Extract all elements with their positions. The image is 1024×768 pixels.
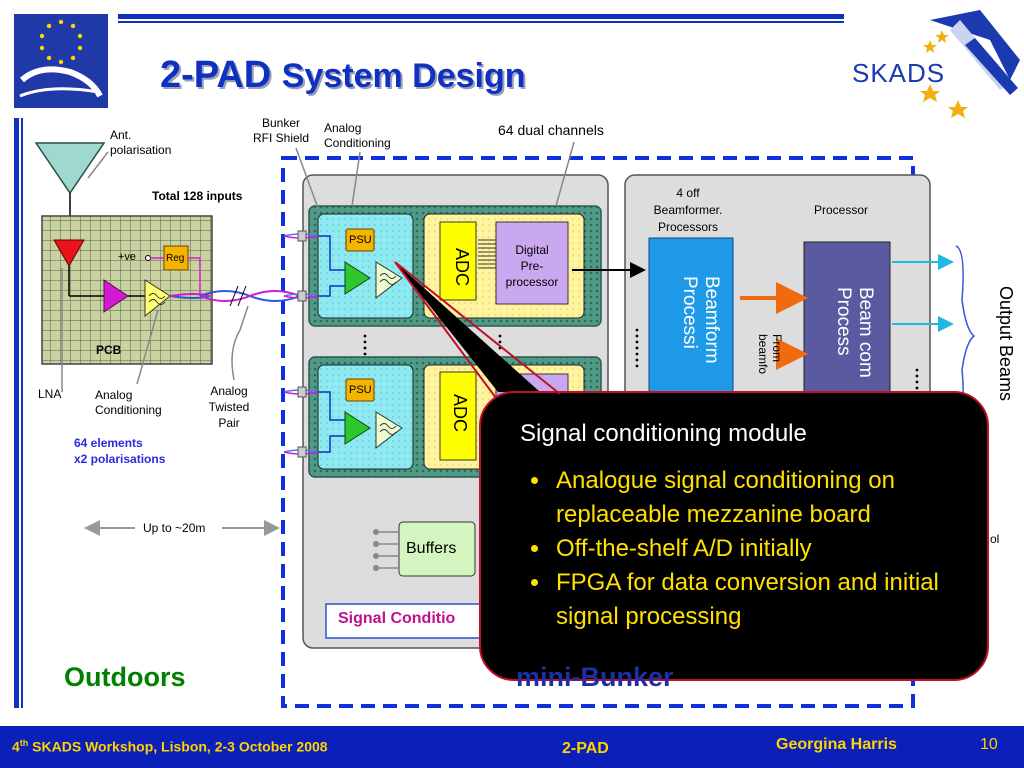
beamformer-block-label: Beamform Processi bbox=[679, 276, 722, 364]
callout-bullet: FPGA for data conversion and initial sig… bbox=[552, 566, 992, 634]
footer-workshop-sup: th bbox=[19, 738, 29, 748]
page-title: 2-PAD System Design bbox=[160, 54, 526, 97]
pcb-board bbox=[41, 215, 213, 365]
skads-logo bbox=[920, 10, 1020, 118]
header-rule-top bbox=[118, 14, 844, 19]
off-beamformer-label: 4 off Beamformer. Processors bbox=[653, 186, 723, 234]
lna-label: LNA bbox=[38, 387, 62, 401]
buffers-label: Buffers bbox=[406, 540, 457, 557]
vertical-ellipsis bbox=[363, 328, 919, 390]
analog-conditioning-label-left: Analog Conditioning bbox=[95, 388, 162, 417]
psu-label-1: PSU bbox=[349, 234, 372, 246]
callout-pointer bbox=[395, 262, 540, 392]
total-inputs-label: Total 128 inputs bbox=[152, 189, 243, 203]
footer-workshop-rest: SKADS Workshop, Lisbon, 2-3 October 2008 bbox=[28, 738, 328, 755]
output-brace bbox=[955, 245, 976, 415]
callout-heading: Signal conditioning module bbox=[520, 420, 807, 447]
elements-label: 64 elements x2 polarisations bbox=[74, 436, 166, 466]
lna-triangle bbox=[53, 239, 85, 268]
beam-combiner-label: Beam com Process bbox=[833, 287, 876, 378]
analog-conditioning-label-top: Analog Conditioning bbox=[324, 121, 391, 150]
buffers-block bbox=[373, 521, 476, 577]
footer-workshop-prefix: 4 bbox=[12, 738, 20, 755]
footer-page: 10 bbox=[980, 736, 998, 753]
outdoors-label: Outdoors bbox=[64, 662, 186, 692]
from-beamformer-label: From beamfo bbox=[756, 334, 784, 375]
digital-preprocessor-label: Digital Pre- processor bbox=[505, 243, 559, 289]
processor-label: Processor bbox=[814, 203, 869, 217]
callout-box bbox=[479, 391, 989, 681]
dual-channels-label: 64 dual channels bbox=[498, 122, 604, 138]
beamformer-processor-block bbox=[648, 237, 734, 419]
ve-label: +ve bbox=[118, 251, 137, 263]
twisted-pair-label: Analog Twisted Pair bbox=[208, 384, 250, 430]
skads-logo-text: SKADS bbox=[852, 58, 946, 88]
footer-center: 2-PAD bbox=[562, 740, 609, 757]
footer-author: Georgina Harris bbox=[776, 736, 897, 753]
adc-label-2: ADC bbox=[450, 394, 470, 433]
distance-label: Up to ~20m bbox=[143, 521, 206, 535]
mini-bunker-label: mini-Bunker bbox=[516, 662, 674, 692]
signal-conditioning-label: Signal Conditio bbox=[338, 610, 456, 627]
adc-label-1: ADC bbox=[452, 248, 472, 287]
callout: Signal conditioning module Analogue sign… bbox=[480, 392, 988, 680]
eu-logo bbox=[14, 14, 108, 108]
page-title-part2: System Design bbox=[281, 57, 526, 95]
psu-label-2: PSU bbox=[349, 384, 372, 396]
amp-triangle-left bbox=[103, 279, 129, 313]
page-title-part1: 2-PAD bbox=[160, 54, 272, 96]
control-label-fragment: ol bbox=[990, 532, 1000, 546]
signal-conditioning-module-1 bbox=[283, 205, 602, 327]
left-rule bbox=[14, 118, 19, 708]
ant-polarisation-label: Ant. polarisation bbox=[110, 128, 172, 157]
output-beams-label: Output Beams bbox=[996, 286, 1016, 402]
pcb-label: PCB bbox=[96, 343, 122, 357]
footer-bar: 4th SKADS Workshop, Lisbon, 2-3 October … bbox=[0, 726, 1024, 768]
rfi-shield-label: Bunker RFI Shield bbox=[252, 116, 310, 145]
callout-bullet: Off-the-shelf A/D initially bbox=[552, 532, 992, 566]
beam-combiner-block bbox=[803, 241, 891, 419]
callout-bullet: Analogue signal conditioning on replacea… bbox=[552, 464, 992, 532]
callout-bullets: Analogue signal conditioning on replacea… bbox=[510, 464, 992, 634]
footer-workshop: 4th SKADS Workshop, Lisbon, 2-3 October … bbox=[12, 738, 328, 755]
reg-label: Reg bbox=[166, 253, 185, 264]
filter-triangle-left bbox=[144, 279, 171, 318]
